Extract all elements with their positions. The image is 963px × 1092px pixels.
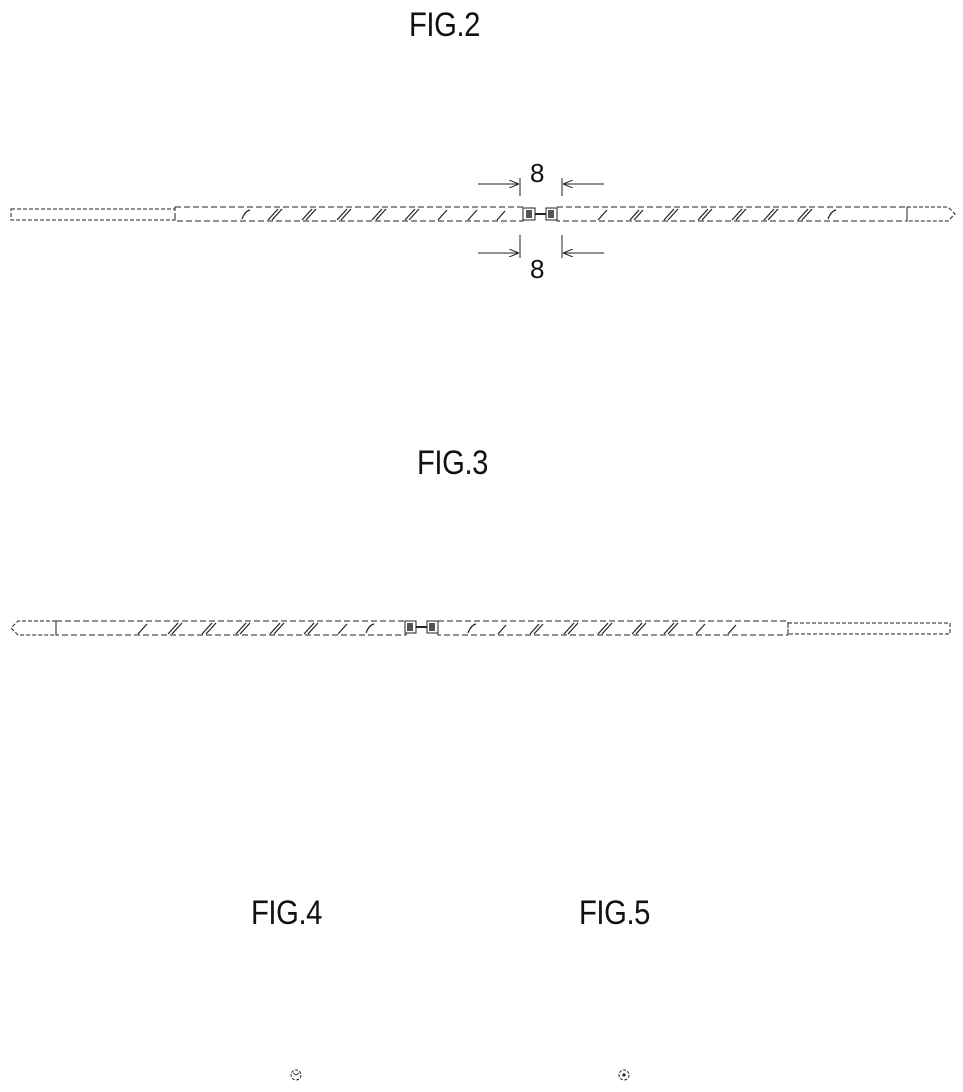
fig3-drill-bit	[11, 621, 950, 635]
fig3-flutes-right	[468, 623, 736, 634]
fig2-tip	[907, 207, 955, 221]
fig3-body-left	[56, 621, 406, 635]
fig3-body-right	[438, 621, 788, 635]
fig2-body-left	[175, 207, 523, 221]
fig2-shank	[11, 209, 175, 220]
fig5-cross-section	[619, 1070, 629, 1080]
fig2-center-joint	[523, 208, 557, 220]
fig3-shank	[788, 623, 950, 634]
fig3-flutes-left	[138, 623, 374, 634]
fig2-section-arrows	[478, 178, 604, 258]
fig2-flutes-left	[242, 209, 505, 220]
fig2-flutes-right	[598, 209, 836, 220]
fig4-cross-section	[291, 1070, 301, 1080]
fig2-body-right	[557, 207, 907, 221]
fig3-center-joint	[405, 621, 438, 633]
fig2-drill-bit	[11, 207, 955, 221]
fig3-tip	[11, 621, 56, 635]
